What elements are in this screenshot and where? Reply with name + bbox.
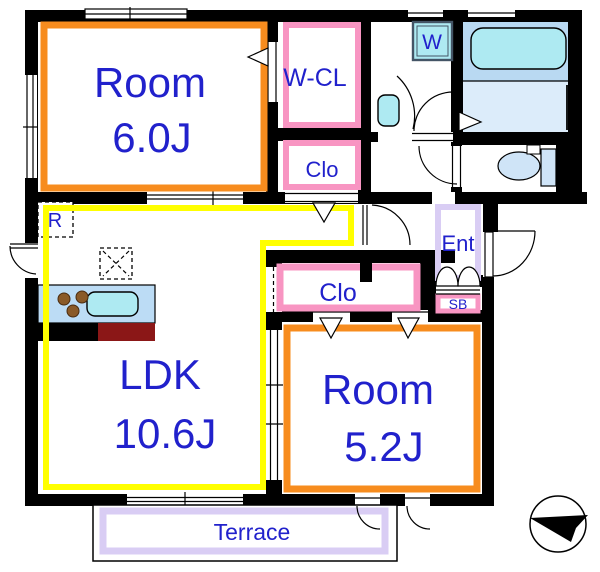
room2-terrace-swing-b: [406, 505, 431, 530]
entrance-label: Ent: [441, 231, 474, 256]
wall-right: [568, 10, 582, 203]
doorway-room1: [266, 42, 278, 102]
opening-hall-entry: [432, 192, 455, 204]
toilet: [497, 144, 557, 187]
bathroom-floor: [463, 81, 568, 132]
kitchen: [37, 284, 156, 341]
door-room2-terrace-a: [355, 494, 380, 506]
washing-machine: [411, 20, 454, 62]
closet-upper-door-marker: [311, 202, 337, 224]
wcl-label: W-CL: [283, 64, 347, 92]
closet-middle-label: Clo: [319, 279, 357, 307]
closet-upper-border: [283, 140, 361, 190]
ceiling-light-icon: [99, 247, 133, 280]
ldk-label: LDK: [119, 351, 201, 398]
wall-washroom-bath: [451, 10, 463, 141]
window-bathroom: [468, 9, 515, 17]
wall-wcl-clo: [278, 128, 358, 141]
wall-wcl-washroom: [358, 22, 371, 203]
terrace-label: Terrace: [214, 519, 291, 545]
stove-burner: [75, 290, 89, 304]
kitchen-sink: [86, 291, 139, 317]
washbasin: [377, 94, 400, 127]
front-door-leaf: [484, 231, 494, 278]
front-door: [484, 230, 536, 278]
room2-closet-marker-b: [397, 317, 421, 340]
room2-closet-marker-a: [318, 317, 344, 340]
labels: Room 6.0J LDK 10.6J Room 5.2J W-CL Clo C…: [48, 31, 475, 545]
room2-label: Room: [322, 366, 434, 413]
window-washroom: [408, 9, 443, 17]
ldk-size-label: 10.6J: [114, 410, 217, 457]
room1-size-label: 6.0J: [112, 114, 191, 161]
terrace: [92, 504, 398, 562]
toilet-door-swing: [418, 145, 458, 185]
entrance-step: [435, 266, 481, 295]
doors: [9, 47, 536, 530]
wall-entry-stub-bottom: [480, 275, 494, 287]
wall-clo-ent: [420, 250, 436, 322]
kitchen-base-red: [98, 323, 155, 341]
toilet-bowl: [497, 151, 541, 181]
room2-terrace-swing-a: [356, 505, 381, 530]
room1-label: Room: [94, 59, 206, 106]
closet-middle-border: [276, 263, 421, 312]
room2-size-label: 5.2J: [344, 423, 423, 470]
bathtub: [470, 27, 567, 70]
shoebox-border: [435, 293, 481, 314]
stove-burner: [66, 304, 80, 318]
wcl-border: [283, 22, 361, 128]
washer-label: W: [422, 31, 442, 54]
side-door-swing: [9, 243, 38, 275]
slider-room1-ldk: [147, 190, 243, 205]
washroom-door-swing: [413, 91, 454, 132]
refrigerator-label: R: [48, 210, 62, 232]
stove-burner: [57, 292, 71, 306]
doorway-closet-upper: [285, 192, 358, 203]
wall-toilet-right: [556, 141, 568, 203]
wall-washroom-stub: [370, 132, 378, 142]
doorway-toilet: [451, 146, 462, 187]
closet-upper-label: Clo: [305, 157, 338, 182]
washroom: [377, 20, 454, 127]
bathroom-door-marker: [458, 111, 483, 132]
window-room1-top: [84, 7, 188, 21]
toilet-button: [526, 144, 541, 155]
slider-ldk-room2: [265, 330, 283, 480]
door-room2-terrace-b: [405, 494, 430, 506]
wall-room2-right: [482, 283, 494, 506]
kitchen-base-dark: [38, 323, 98, 341]
wall-bath-toilet: [451, 132, 582, 145]
ldk-border: [43, 205, 354, 490]
wall-clo-stub: [360, 250, 372, 282]
windows-and-openings: [23, 7, 515, 508]
toilet-tank: [540, 148, 557, 187]
room1-door-marker: [246, 47, 269, 67]
entrance-border: [435, 204, 481, 281]
room1-border: [40, 21, 268, 192]
north-compass-icon: [529, 495, 588, 553]
room2-border: [283, 324, 481, 493]
doorway-side-exterior: [24, 243, 38, 278]
wall-entry-stub-top: [483, 195, 498, 232]
window-room1-left: [23, 75, 38, 178]
doorway-washroom: [412, 132, 453, 142]
hall-door-swing: [362, 204, 411, 246]
terrace-border: [99, 507, 389, 555]
shoebox-label: SB: [449, 296, 468, 312]
